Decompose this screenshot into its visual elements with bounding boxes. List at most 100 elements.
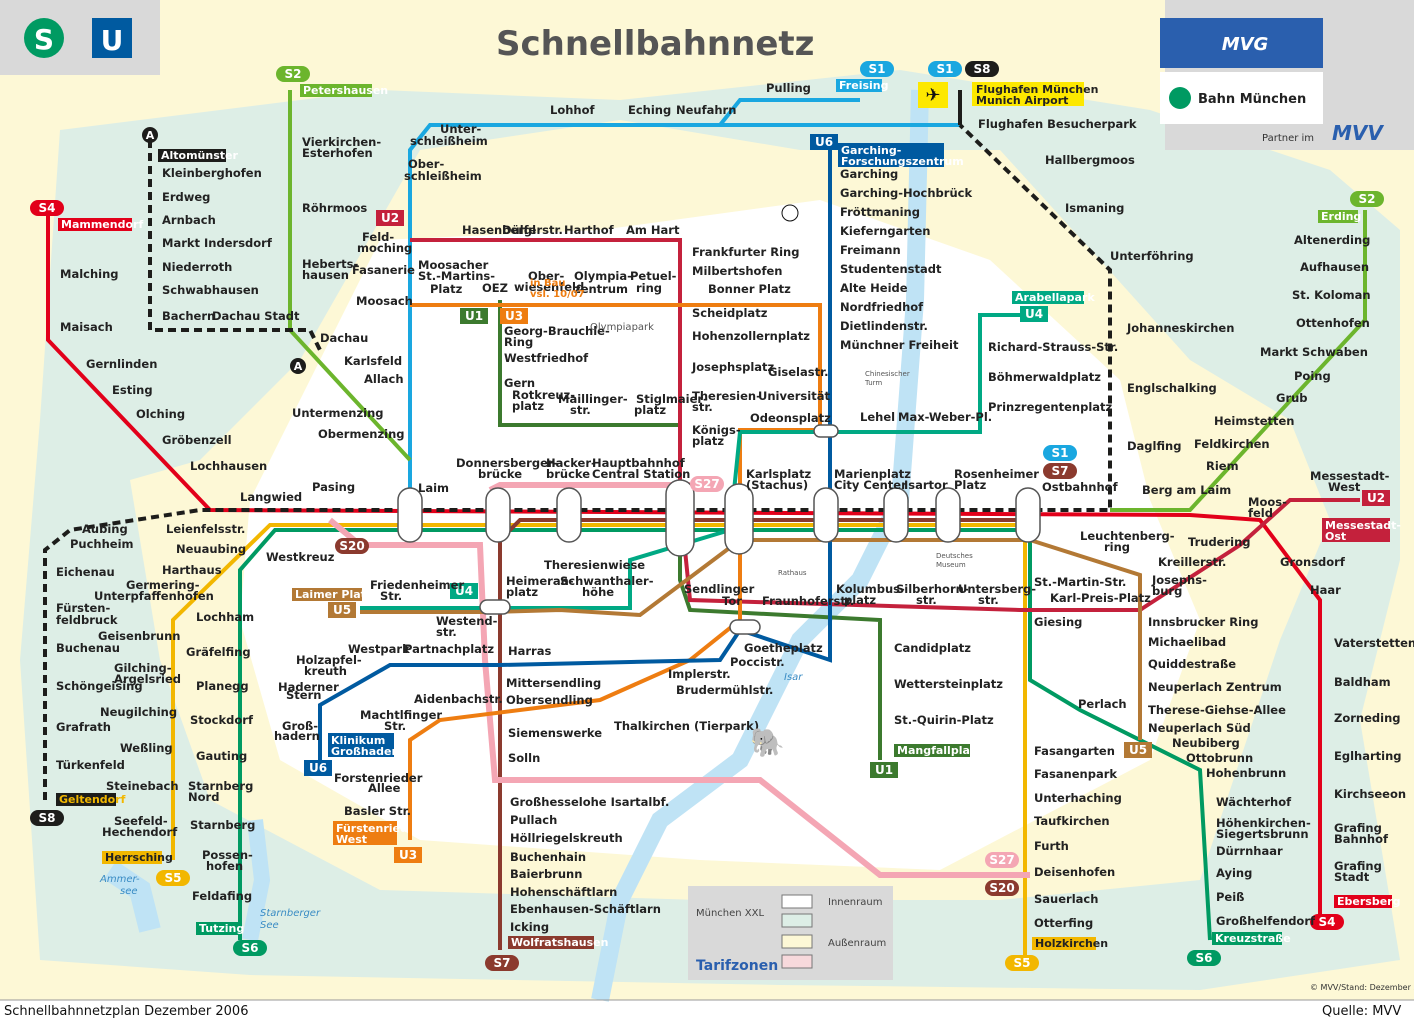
station-isartor-capsule[interactable]	[883, 487, 909, 543]
station-label[interactable]: str.	[436, 625, 457, 639]
station-label[interactable]: Baierbrunn	[510, 867, 582, 881]
station-label[interactable]: Berg am Laim	[1142, 483, 1231, 497]
station-label[interactable]: OEZ	[482, 281, 508, 295]
station-label[interactable]: Mittersendling	[506, 676, 601, 690]
tag-flughafen[interactable]	[972, 82, 1084, 106]
station-label[interactable]: Seefeld-	[114, 814, 168, 828]
station-label[interactable]: Harthof	[564, 223, 615, 237]
tag-freising[interactable]	[836, 79, 882, 92]
station-label[interactable]: Freimann	[840, 243, 901, 257]
station-label[interactable]: Feld-	[362, 230, 394, 244]
station-label[interactable]: Josephsplatz	[691, 360, 775, 374]
station-label[interactable]: Allee	[368, 781, 401, 795]
badge-u4-arabellapark[interactable]	[1020, 306, 1048, 322]
station-laim-capsule[interactable]	[397, 487, 423, 543]
station-heimeranplatz-capsule[interactable]	[479, 599, 511, 615]
badge-u3-fuerstenried[interactable]	[394, 847, 422, 863]
station-label[interactable]: Bahnhof	[1334, 832, 1389, 846]
station-label[interactable]: hausen	[302, 268, 349, 282]
station-label[interactable]: Neubiberg	[1172, 736, 1240, 750]
station-label[interactable]: Vierkirchen-	[302, 135, 381, 149]
station-label[interactable]: Leuchtenberg-	[1080, 529, 1175, 543]
badge-s20-pasing[interactable]	[335, 538, 369, 554]
station-label[interactable]: Ober-	[528, 269, 564, 283]
station-label[interactable]: Esterhofen	[302, 146, 373, 160]
station-label[interactable]: Germering-	[126, 578, 200, 592]
station-label[interactable]: Aubing	[82, 522, 128, 536]
station-label[interactable]: Untermenzing	[292, 406, 384, 420]
station-label[interactable]: Hechendorf	[102, 825, 178, 839]
station-label[interactable]: Prinzregentenplatz	[988, 400, 1113, 414]
station-label[interactable]: Gräfelfing	[186, 645, 251, 659]
station-label[interactable]: schleißheim	[404, 169, 482, 183]
tag-kreuzstrasse[interactable]	[1212, 932, 1282, 945]
station-label[interactable]: wiesenfeld	[514, 280, 584, 294]
station-label[interactable]: schleißheim	[410, 134, 488, 148]
station-label[interactable]: hofen	[206, 859, 243, 873]
badge-s7-ost[interactable]	[1043, 463, 1077, 479]
station-label[interactable]: Marienplatz	[834, 467, 911, 481]
station-label[interactable]: St. Koloman	[1292, 288, 1371, 302]
station-label[interactable]: Nordfriedhof	[840, 300, 924, 314]
badge-u4-heimeranplatz[interactable]	[450, 583, 478, 599]
station-label[interactable]: Westkreuz	[266, 550, 335, 564]
station-label[interactable]: Lehel	[860, 410, 895, 424]
station-label[interactable]: Frankfurter Ring	[692, 245, 799, 259]
badge-s1-airport[interactable]	[928, 61, 962, 77]
station-label[interactable]: Gauting	[196, 749, 247, 763]
badge-s1-freising[interactable]	[860, 61, 894, 77]
station-label[interactable]: Bachern	[162, 309, 215, 323]
station-label[interactable]: Eglharting	[1334, 749, 1402, 763]
station-label[interactable]: Fraunhoferstr.	[762, 594, 854, 608]
station-label[interactable]: Machtlfinger	[360, 708, 442, 722]
station-label[interactable]: Possen-	[202, 848, 253, 862]
station-label[interactable]: Pasing	[312, 480, 355, 494]
station-label[interactable]: Hacker-	[546, 456, 596, 470]
station-label[interactable]: Implerstr.	[668, 667, 731, 681]
station-label[interactable]: Groß-	[282, 719, 318, 733]
station-label[interactable]: Fasangarten	[1034, 744, 1115, 758]
station-sendlinger-capsule[interactable]	[729, 619, 761, 635]
badge-s6-tutzing[interactable]	[233, 940, 267, 956]
station-label[interactable]: Sauerlach	[1034, 892, 1098, 906]
tag-wolfratshausen[interactable]	[508, 936, 594, 949]
station-label[interactable]: Planegg	[196, 679, 249, 693]
station-label[interactable]: Lohhof	[550, 103, 596, 117]
station-label[interactable]: St.-Martin-Str.	[1034, 575, 1126, 589]
station-label[interactable]: Dachau Stadt	[212, 309, 300, 323]
station-label[interactable]: Donnersberger-	[456, 456, 559, 470]
station-label[interactable]: Fröttmaning	[840, 205, 920, 219]
tag-arabellapark[interactable]	[1012, 291, 1084, 304]
station-label[interactable]: Gernlinden	[86, 357, 157, 371]
badge-s5-holzkirchen[interactable]	[1005, 955, 1039, 971]
station-label[interactable]: Kolumbus-	[836, 582, 905, 596]
station-label[interactable]: Wächterhof	[1216, 795, 1292, 809]
station-label[interactable]: Georg-Brauchle-	[504, 324, 610, 338]
station-label[interactable]: Ismaning	[1065, 201, 1124, 215]
station-label[interactable]: Garching	[840, 167, 898, 181]
station-label[interactable]: Neuperlach Süd	[1148, 721, 1251, 735]
station-label[interactable]: Ring	[504, 335, 533, 349]
badge-a-dachau[interactable]	[290, 358, 306, 374]
station-label[interactable]: Ostbahnhof	[1042, 480, 1119, 494]
badge-s1-ost[interactable]	[1043, 445, 1077, 461]
station-label[interactable]: Dürrnhaar	[1216, 844, 1283, 858]
station-label[interactable]: Furth	[1034, 839, 1069, 853]
station-odeonsplatz-capsule[interactable]	[813, 424, 839, 438]
badge-s27-deisenhofen[interactable]	[985, 852, 1019, 868]
station-label[interactable]: Gern	[504, 376, 535, 390]
station-label[interactable]: Starnberg	[190, 818, 255, 832]
station-label[interactable]: Vaterstetten	[1334, 636, 1414, 650]
station-label[interactable]: Flughafen Besucherpark	[978, 117, 1137, 131]
station-label[interactable]: feldbruck	[56, 613, 118, 627]
station-label[interactable]: Zorneding	[1334, 711, 1401, 725]
badge-a-altomuenster[interactable]	[142, 127, 158, 143]
station-label[interactable]: Theresienwiese	[544, 558, 645, 572]
station-label[interactable]: Deisenhofen	[1034, 865, 1115, 879]
station-label[interactable]: Olching	[136, 407, 185, 421]
station-label[interactable]: höhe	[582, 585, 614, 599]
station-label[interactable]: ring	[1104, 540, 1130, 554]
station-label[interactable]: platz	[506, 585, 538, 599]
station-label[interactable]: Argelsried	[114, 672, 181, 686]
station-label[interactable]: Ottobrunn	[1186, 751, 1253, 765]
